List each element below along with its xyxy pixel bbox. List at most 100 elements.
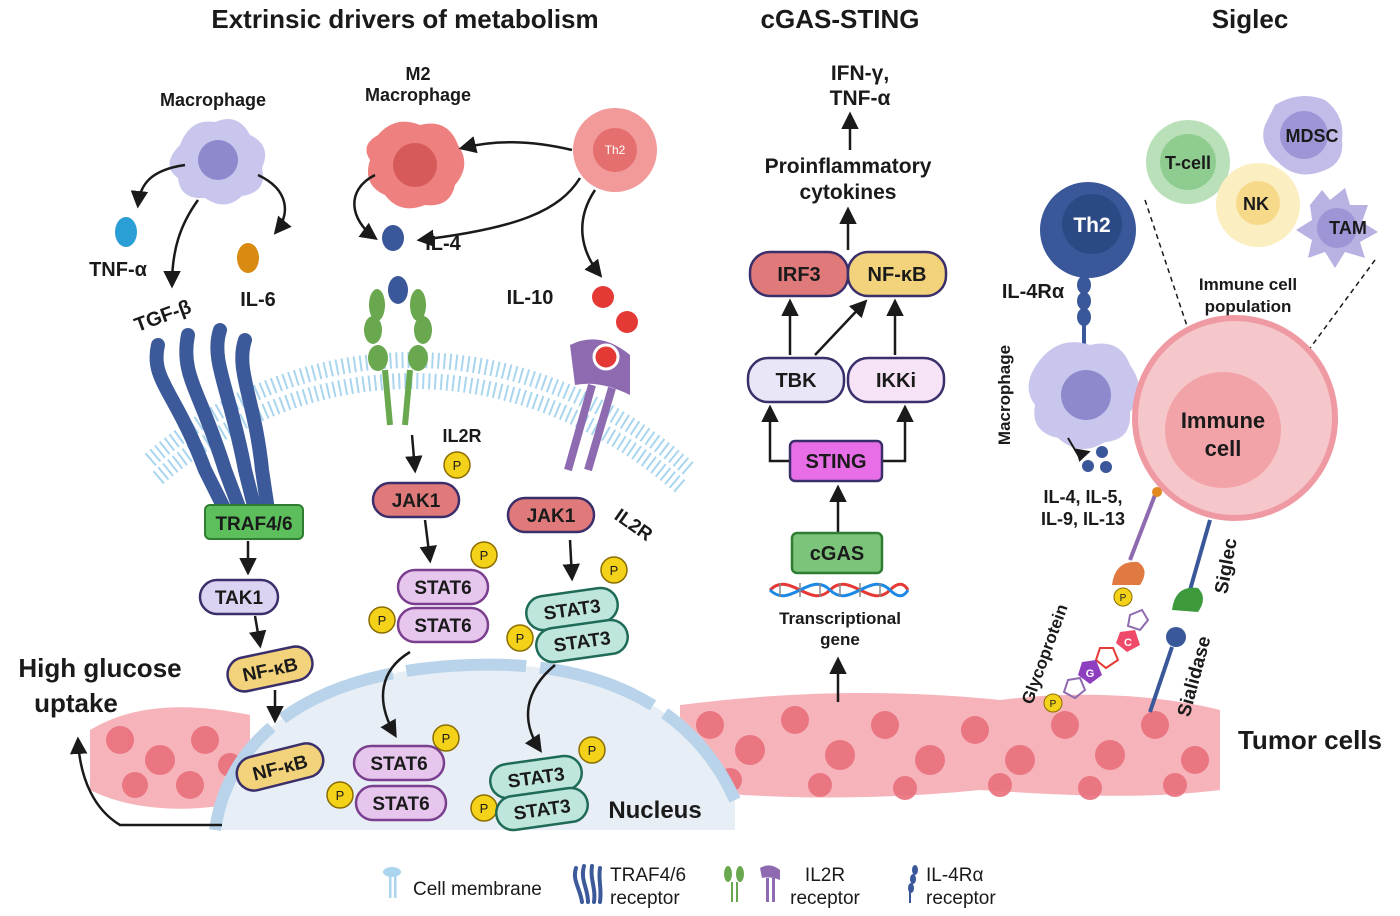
legend-il4ra-line2: receptor xyxy=(926,888,996,909)
legend-traf-line2: receptor xyxy=(610,888,680,909)
cgas-nfkb-label: NF-κB xyxy=(868,264,927,286)
stat6-a-box xyxy=(396,568,490,606)
legend-il4ra-icon xyxy=(908,865,918,903)
sting-label: STING xyxy=(805,451,866,473)
siglec-macrophage-label: Macrophage xyxy=(995,345,1014,445)
p-jak1-left xyxy=(443,451,471,479)
glycoprotein-receptor xyxy=(1112,487,1162,585)
extrinsic-title: Extrinsic drivers of metabolism xyxy=(211,4,598,34)
cell-membrane-outer xyxy=(144,352,696,477)
th2-cell-extrinsic: Th2 xyxy=(573,108,657,192)
sugar-chain: P C G P xyxy=(1043,587,1150,713)
transcriptional-line1: Transcriptional xyxy=(779,609,901,628)
jak1-left-label: JAK1 xyxy=(392,491,441,512)
tak1-box xyxy=(198,578,280,616)
p-label-glyco-2: P xyxy=(1050,699,1057,710)
il4-molecule xyxy=(382,225,404,251)
il6-label: IL-6 xyxy=(240,289,276,311)
tam-cell: TAM xyxy=(1296,188,1378,268)
nfkb-nuc-box xyxy=(235,742,325,792)
jak1-right-box xyxy=(506,496,596,534)
immune-pop-line1: Immune cell xyxy=(1199,275,1297,294)
siglec-title: Siglec xyxy=(1212,4,1289,34)
stat6-d-label: STAT6 xyxy=(372,794,429,815)
il10-molecule-2 xyxy=(616,311,638,333)
mdsc-label: MDSC xyxy=(1286,126,1339,146)
proinflam-line2: cytokines xyxy=(800,181,897,204)
high-glucose-line2: uptake xyxy=(34,688,118,718)
sialidase-label: Sialidase xyxy=(1174,634,1216,719)
dna-helix-icon xyxy=(768,582,910,598)
ils-line1: IL-4, IL-5, xyxy=(1043,487,1122,507)
ifn-line2: TNF-α xyxy=(830,87,891,110)
il4ra-receptor-chain xyxy=(1077,276,1091,355)
il2r-purple-receptor xyxy=(564,339,630,472)
p-stat3-c xyxy=(578,736,606,764)
immune-cell-line2: cell xyxy=(1205,436,1242,461)
immune-cell-large: Immune cell xyxy=(1132,315,1338,521)
m2-label-line2: Macrophage xyxy=(365,85,471,105)
transcriptional-line2: gene xyxy=(820,630,860,649)
p-label-9: P xyxy=(480,801,489,816)
high-glucose-line1: High glucose xyxy=(18,653,181,683)
p-label-7: P xyxy=(516,631,525,646)
macrophage-cell xyxy=(169,118,266,205)
legend: Cell membrane TRAF4/6 receptor IL2R rece… xyxy=(383,864,996,909)
tbk-label: TBK xyxy=(775,370,817,392)
il6-molecule xyxy=(237,243,259,273)
cgas-label: cGAS xyxy=(810,543,864,565)
immune-cell-line1: Immune xyxy=(1181,408,1265,433)
m2-label-line1: M2 xyxy=(405,64,430,84)
il2r-top-label: IL2R xyxy=(442,426,481,446)
il10-label: IL-10 xyxy=(507,287,554,309)
stat6-b-label: STAT6 xyxy=(414,616,471,637)
il4-label: IL-4 xyxy=(425,233,461,255)
nk-cell: NK xyxy=(1216,163,1300,247)
mdsc-cell: MDSC xyxy=(1263,96,1343,175)
jak1-left-box xyxy=(371,481,461,519)
p-stat3-a xyxy=(600,556,628,584)
il4ra-label: IL-4Rα xyxy=(1002,281,1065,303)
p-label-8: P xyxy=(588,743,597,758)
th2-label-extrinsic: Th2 xyxy=(605,143,626,157)
p-label-glyco-1: P xyxy=(1120,593,1127,604)
p-stat6-b xyxy=(368,606,396,634)
traf-box xyxy=(204,504,304,540)
nucleus-label: Nucleus xyxy=(608,797,701,824)
cgas-sting-title: cGAS-STING xyxy=(761,4,920,34)
stat6-a-label: STAT6 xyxy=(414,578,471,599)
tumor-cells-label: Tumor cells xyxy=(1238,725,1382,755)
p-label-4: P xyxy=(442,731,451,746)
legend-membrane-icon xyxy=(383,867,401,898)
legend-il2r-line1: IL2R xyxy=(805,865,845,886)
tak1-label: TAK1 xyxy=(215,588,264,609)
tcell-cell: T-cell xyxy=(1146,120,1230,204)
proinflam-line1: Proinflammatory xyxy=(765,155,932,178)
m2-macrophage-cell xyxy=(366,121,465,209)
nfkb-cyto-box xyxy=(226,645,314,693)
tcell-label: T-cell xyxy=(1165,153,1211,173)
stat6-c-box xyxy=(352,744,446,782)
tam-label: TAM xyxy=(1329,218,1367,238)
traf-receptor-complex xyxy=(149,323,275,517)
sialidase-molecule xyxy=(1148,627,1186,713)
stat3-d-box xyxy=(495,786,589,832)
sugar-g-label: G xyxy=(1086,668,1095,680)
legend-traf-line1: TRAF4/6 xyxy=(610,865,686,886)
p-stat6-d xyxy=(326,781,354,809)
legend-il4ra-line1: IL-4Rα xyxy=(926,865,983,886)
il2r-green-receptor xyxy=(364,276,432,426)
siglec-receptor xyxy=(1172,519,1212,612)
cgas-box xyxy=(790,531,884,575)
ikki-box xyxy=(846,356,946,404)
th2-siglec-label: Th2 xyxy=(1073,214,1110,237)
th2-cell-siglec: Th2 xyxy=(1040,182,1136,278)
legend-il2r-icon xyxy=(724,865,780,902)
p-label-1: P xyxy=(453,458,462,473)
il2r-side-label: IL2R xyxy=(610,505,656,546)
glucose-uptake-arrow xyxy=(69,736,222,827)
stat6-c-label: STAT6 xyxy=(370,754,427,775)
il10-molecule-1 xyxy=(592,286,614,308)
macrophage-label: Macrophage xyxy=(160,90,266,110)
